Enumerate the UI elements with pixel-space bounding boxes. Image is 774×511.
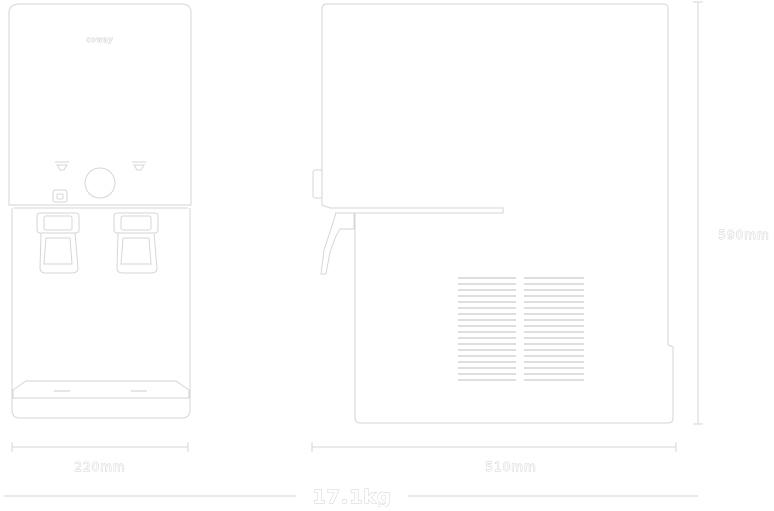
side-upper-body: [327, 3, 669, 345]
side-spout: [320, 212, 355, 275]
depth-label: 510mm: [485, 460, 536, 474]
front-upper-body: [8, 3, 192, 206]
right-faucet[interactable]: [113, 212, 159, 274]
side-lower-body: [354, 214, 674, 424]
front-lower-body: [11, 208, 191, 419]
depth-dimension: 510mm: [311, 442, 677, 474]
width-label: 220mm: [74, 460, 125, 474]
brand-mark: coway: [86, 36, 113, 44]
lock-icon: [56, 193, 64, 200]
weight-label: 17.1kg: [312, 486, 391, 507]
control-panel: [52, 161, 146, 203]
weight-row: 17.1kg: [4, 486, 698, 508]
height-dimension: 590mm: [693, 1, 769, 425]
side-view: [312, 3, 674, 424]
front-view: coway: [8, 3, 192, 419]
drip-tray: [12, 380, 190, 399]
width-dimension: 220mm: [11, 442, 189, 474]
lock-button[interactable]: [52, 189, 68, 203]
height-label: 590mm: [718, 228, 769, 242]
dial-knob[interactable]: [84, 167, 116, 199]
side-switch[interactable]: [312, 169, 323, 199]
vent-grille: [458, 277, 584, 381]
left-faucet[interactable]: [36, 212, 80, 274]
